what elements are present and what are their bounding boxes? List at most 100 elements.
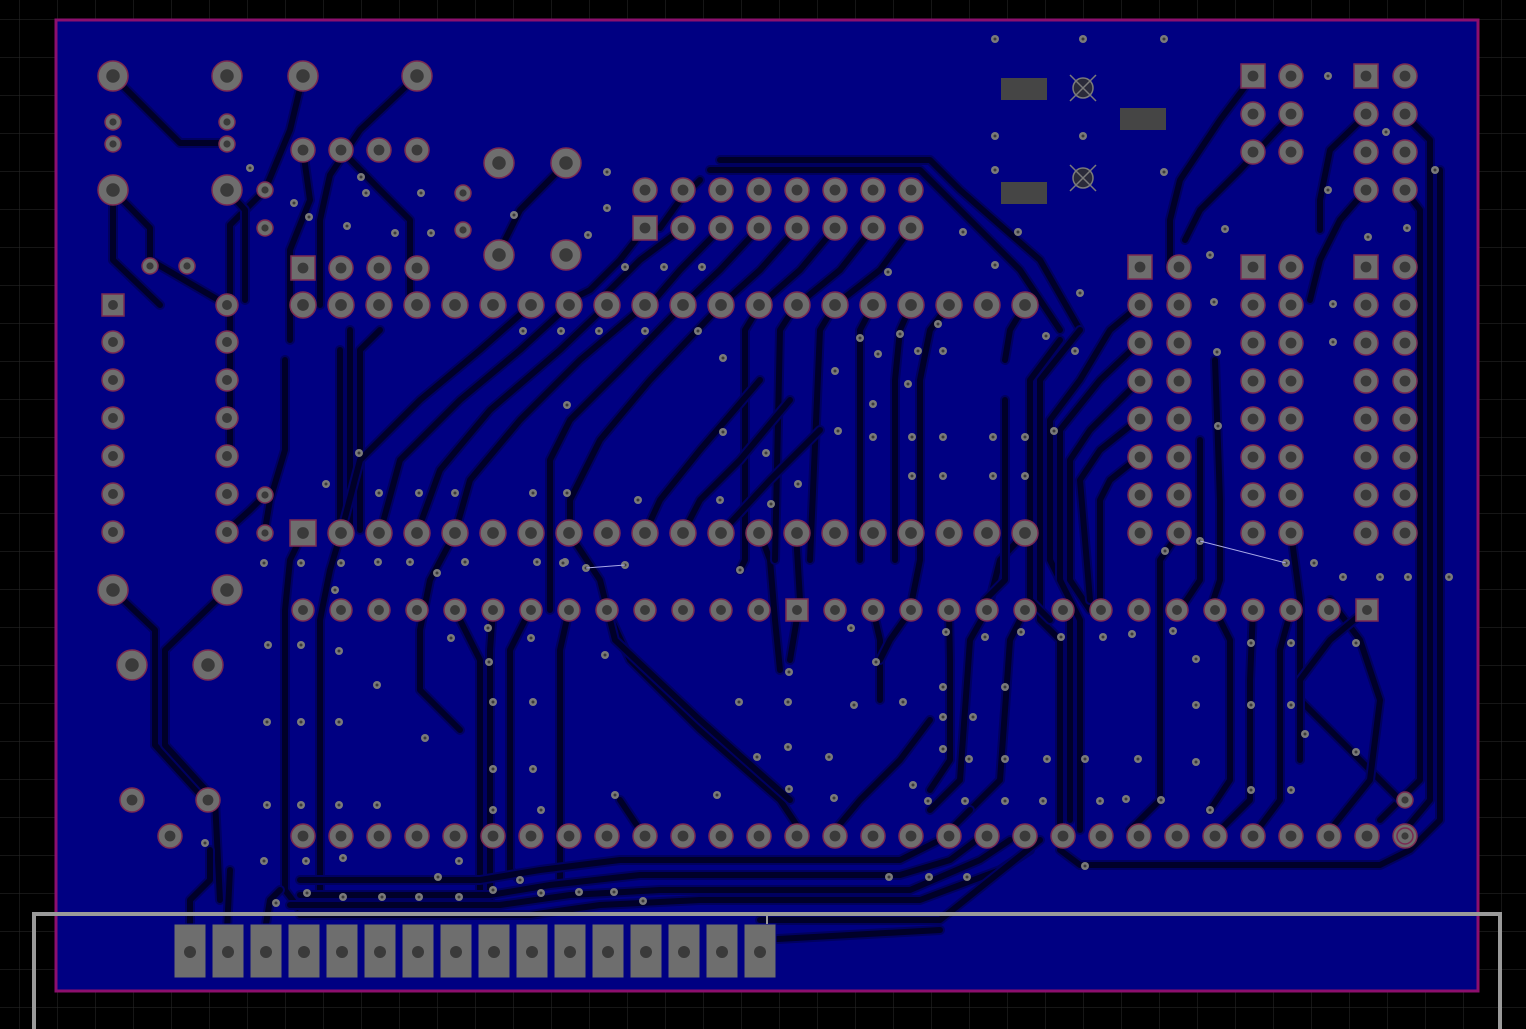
track-15[interactable] — [110, 587, 208, 803]
drill-hole — [223, 118, 231, 126]
track-24[interactable] — [487, 607, 496, 903]
track-49[interactable] — [794, 225, 876, 308]
via-drill — [1016, 230, 1020, 234]
drill-hole — [563, 830, 575, 842]
track-82[interactable] — [957, 607, 1028, 823]
track-66[interactable] — [1317, 112, 1369, 233]
track-4[interactable] — [317, 73, 420, 308]
track-43[interactable] — [338, 302, 534, 536]
track-28[interactable] — [566, 530, 793, 803]
track-94[interactable] — [757, 927, 943, 943]
track-6[interactable] — [287, 147, 313, 343]
track-46[interactable] — [680, 225, 762, 308]
track-47[interactable] — [718, 225, 800, 308]
track-17[interactable] — [282, 530, 306, 913]
track-37[interactable] — [737, 302, 763, 573]
track-76[interactable] — [1177, 437, 1203, 613]
track-48[interactable] — [757, 225, 838, 308]
through-hole-pads[interactable] — [97, 60, 1418, 849]
drill-hole — [297, 830, 309, 842]
track-41[interactable] — [452, 302, 648, 536]
track-67[interactable] — [1402, 112, 1433, 833]
track-62[interactable] — [1097, 453, 1143, 613]
track-39[interactable] — [567, 302, 724, 536]
track-75[interactable] — [1207, 357, 1223, 613]
edge-connector-pad[interactable] — [287, 923, 321, 979]
track-8[interactable] — [497, 160, 569, 253]
track-68[interactable] — [1057, 167, 1443, 868]
track-86[interactable] — [297, 827, 993, 898]
vias[interactable] — [201, 35, 1453, 907]
track-50[interactable] — [832, 225, 914, 308]
drill-hole — [1324, 605, 1334, 615]
track-74[interactable] — [1207, 607, 1233, 813]
track-92[interactable] — [262, 887, 283, 933]
track-0[interactable] — [110, 73, 230, 146]
track-16[interactable] — [162, 587, 230, 903]
track-59[interactable] — [1057, 339, 1143, 833]
track-23[interactable] — [452, 607, 483, 903]
track-44[interactable] — [597, 225, 686, 303]
drill-hole — [222, 337, 232, 347]
track-42[interactable] — [377, 302, 572, 536]
track-11[interactable] — [707, 167, 1063, 333]
track-87[interactable] — [287, 837, 1013, 908]
track-10[interactable] — [717, 157, 1083, 333]
track-56[interactable] — [1037, 327, 1083, 833]
track-73[interactable] — [1247, 607, 1294, 843]
track-29[interactable] — [417, 530, 463, 733]
track-65[interactable] — [1182, 112, 1294, 243]
via-drill — [1041, 799, 1045, 803]
track-45[interactable] — [647, 225, 724, 308]
track-89[interactable] — [757, 837, 1043, 923]
track-70[interactable] — [1307, 187, 1369, 303]
track-78[interactable] — [1297, 607, 1369, 763]
drill-hole — [108, 527, 118, 537]
track-2[interactable] — [110, 187, 163, 308]
track-18[interactable] — [317, 530, 344, 903]
edge-connector[interactable] — [173, 923, 777, 979]
track-83[interactable] — [877, 607, 914, 663]
track-30[interactable] — [757, 530, 783, 673]
track-19[interactable] — [262, 357, 288, 533]
track-60[interactable] — [1067, 377, 1143, 613]
track-51[interactable] — [642, 377, 763, 536]
track-52[interactable] — [680, 397, 793, 536]
drill-hole — [715, 222, 727, 234]
track-57[interactable] — [1027, 337, 1063, 623]
track-81[interactable] — [927, 607, 990, 813]
drill-hole — [1247, 375, 1259, 387]
track-93[interactable] — [617, 797, 643, 833]
edge-connector-pad[interactable] — [363, 923, 397, 979]
track-55[interactable] — [982, 397, 1008, 603]
smd-pad[interactable] — [1001, 182, 1047, 204]
via-drill — [486, 626, 490, 630]
track-84[interactable] — [832, 717, 933, 833]
track-71[interactable] — [1288, 530, 1403, 803]
drill-hole — [411, 299, 423, 311]
smd-pads[interactable] — [1001, 78, 1166, 204]
drill-hole — [829, 184, 841, 196]
track-26[interactable] — [557, 607, 572, 883]
via-drill — [786, 700, 790, 704]
track-1[interactable] — [110, 187, 230, 308]
drill-hole — [943, 830, 955, 842]
drill-hole — [487, 299, 499, 311]
track-38[interactable] — [547, 302, 686, 613]
via-drill — [898, 332, 902, 336]
edge-connector-pad[interactable] — [667, 923, 701, 979]
smd-pad[interactable] — [1001, 78, 1047, 100]
track-40[interactable] — [414, 302, 610, 536]
drill-hole — [867, 184, 879, 196]
track-53[interactable] — [718, 427, 823, 536]
track-64[interactable] — [1167, 73, 1256, 273]
smd-pad[interactable] — [1120, 108, 1166, 130]
track-61[interactable] — [1077, 415, 1143, 603]
via-drill — [341, 895, 345, 899]
drill-hole — [108, 375, 118, 385]
drill-hole — [867, 527, 879, 539]
track-91[interactable] — [224, 867, 233, 933]
via-drill — [1331, 340, 1335, 344]
track-80[interactable] — [927, 607, 953, 793]
